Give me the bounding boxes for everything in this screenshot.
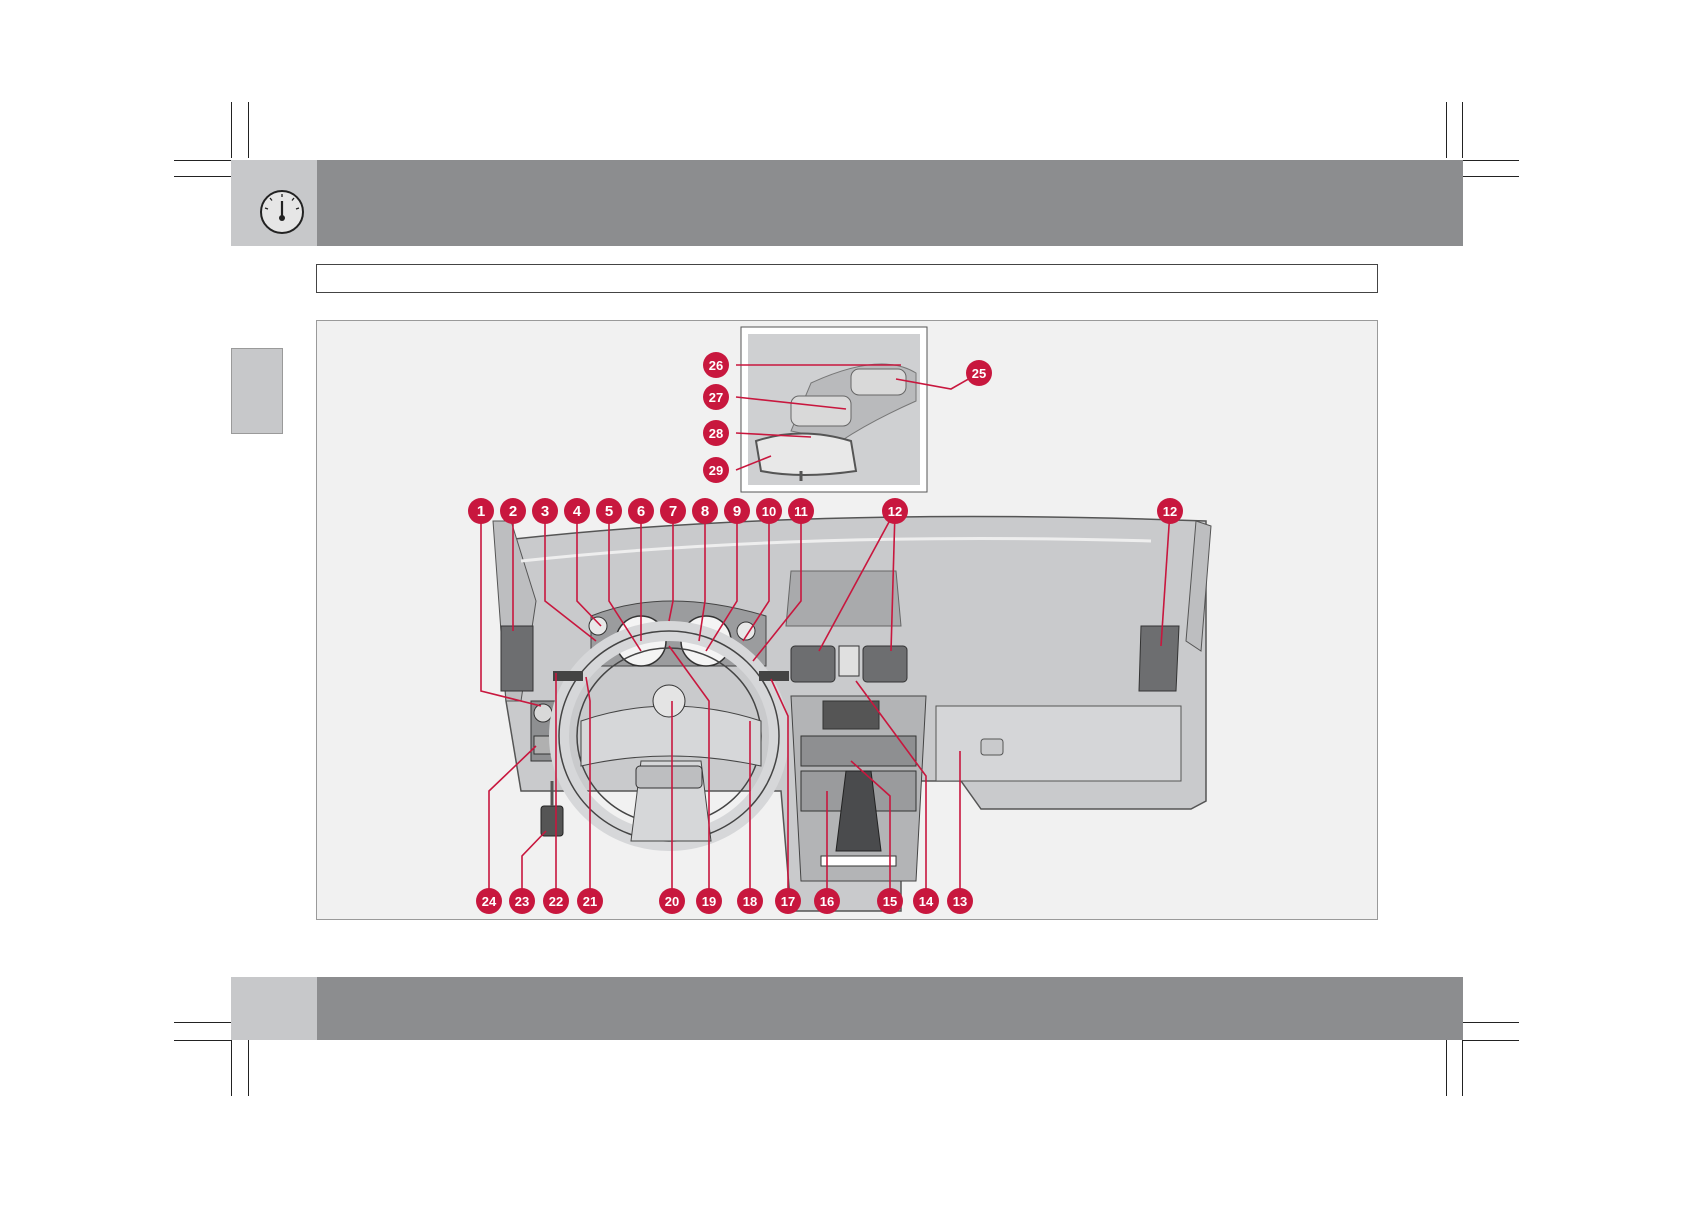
callout-number: 7 bbox=[669, 503, 677, 520]
callout-number: 14 bbox=[919, 894, 934, 909]
callout-16: 16 bbox=[814, 888, 840, 914]
callout-24: 24 bbox=[476, 888, 502, 914]
callout-number: 23 bbox=[515, 894, 529, 909]
crop-mark bbox=[1462, 1040, 1519, 1041]
callout-15: 15 bbox=[877, 888, 903, 914]
crop-mark bbox=[1446, 102, 1447, 158]
callout-number: 15 bbox=[883, 894, 897, 909]
crop-mark bbox=[1462, 160, 1519, 161]
callout-18: 18 bbox=[737, 888, 763, 914]
crop-mark bbox=[1446, 1040, 1447, 1096]
callout-14: 14 bbox=[913, 888, 939, 914]
callout-2: 2 bbox=[500, 498, 526, 524]
callout-26: 26 bbox=[703, 352, 729, 378]
callout-10: 10 bbox=[756, 498, 782, 524]
callout-number: 16 bbox=[820, 894, 834, 909]
callout-number: 11 bbox=[794, 504, 808, 519]
callout-number: 19 bbox=[702, 894, 716, 909]
callout-number: 25 bbox=[972, 366, 986, 381]
crop-mark bbox=[1462, 102, 1463, 158]
crop-mark bbox=[1462, 1040, 1463, 1096]
callout-1: 1 bbox=[468, 498, 494, 524]
callout-20: 20 bbox=[659, 888, 685, 914]
callout-28: 28 bbox=[703, 420, 729, 446]
callout-29: 29 bbox=[703, 457, 729, 483]
callout-number: 4 bbox=[573, 503, 582, 520]
callout-12: 12 bbox=[1157, 498, 1183, 524]
callout-21: 21 bbox=[577, 888, 603, 914]
callout-25: 25 bbox=[966, 360, 992, 386]
footer-tab bbox=[231, 977, 317, 1040]
crop-mark bbox=[248, 1040, 249, 1096]
crop-mark bbox=[248, 102, 249, 158]
callout-number: 21 bbox=[583, 894, 597, 909]
callout-number: 20 bbox=[665, 894, 679, 909]
callout-5: 5 bbox=[596, 498, 622, 524]
crop-mark bbox=[1462, 1022, 1519, 1023]
callout-12: 12 bbox=[882, 498, 908, 524]
callout-number: 18 bbox=[743, 894, 757, 909]
crop-mark bbox=[174, 1040, 231, 1041]
callout-number: 13 bbox=[953, 894, 967, 909]
crop-mark bbox=[174, 1022, 231, 1023]
section-title-box bbox=[316, 264, 1378, 293]
crop-mark bbox=[174, 176, 231, 177]
callout-number: 1 bbox=[477, 503, 485, 520]
callout-3: 3 bbox=[532, 498, 558, 524]
callout-13: 13 bbox=[947, 888, 973, 914]
callout-27: 27 bbox=[703, 384, 729, 410]
leader-lines bbox=[480, 364, 1171, 901]
gauge-icon bbox=[258, 188, 306, 236]
callout-23: 23 bbox=[509, 888, 535, 914]
callout-9: 9 bbox=[724, 498, 750, 524]
callout-number: 9 bbox=[733, 503, 741, 520]
callout-number: 8 bbox=[701, 503, 709, 520]
crop-mark bbox=[231, 102, 232, 158]
callout-number: 12 bbox=[888, 504, 902, 519]
callout-number: 2 bbox=[509, 503, 517, 520]
callout-number: 29 bbox=[709, 463, 723, 478]
callout-number: 6 bbox=[637, 503, 645, 520]
callout-22: 22 bbox=[543, 888, 569, 914]
header-band bbox=[317, 160, 1463, 246]
callout-8: 8 bbox=[692, 498, 718, 524]
callout-number: 17 bbox=[781, 894, 795, 909]
callout-4: 4 bbox=[564, 498, 590, 524]
callout-number: 5 bbox=[605, 503, 613, 520]
footer-band bbox=[317, 977, 1463, 1040]
callout-19: 19 bbox=[696, 888, 722, 914]
callout-7: 7 bbox=[660, 498, 686, 524]
callout-number: 12 bbox=[1163, 504, 1177, 519]
callout-number: 28 bbox=[709, 426, 723, 441]
callout-number: 26 bbox=[709, 358, 723, 373]
figure-code bbox=[1674, 1201, 1682, 1227]
callout-number: 24 bbox=[482, 894, 497, 909]
callout-number: 3 bbox=[541, 503, 549, 520]
callout-11: 11 bbox=[788, 498, 814, 524]
callout-number: 10 bbox=[762, 504, 776, 519]
crop-mark bbox=[1462, 176, 1519, 177]
callout-17: 17 bbox=[775, 888, 801, 914]
crop-mark bbox=[231, 1040, 232, 1096]
callout-number: 22 bbox=[549, 894, 563, 909]
callout-number: 27 bbox=[709, 390, 723, 405]
crop-mark bbox=[174, 160, 231, 161]
callout-6: 6 bbox=[628, 498, 654, 524]
chapter-tab bbox=[231, 348, 283, 434]
